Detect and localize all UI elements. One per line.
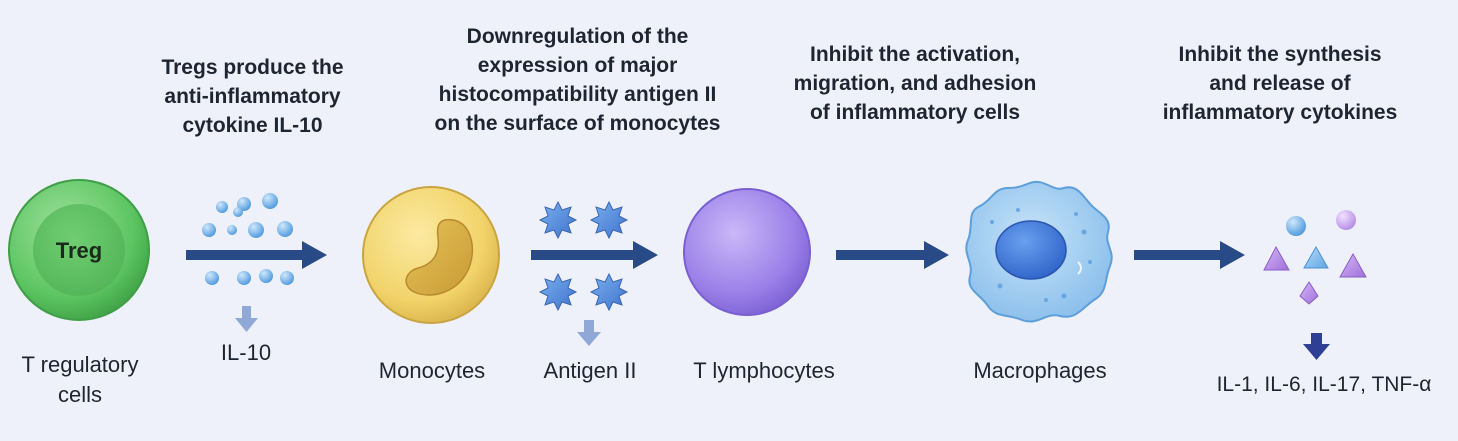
label-macrophages: Macrophages bbox=[973, 358, 1107, 383]
label-cytokines: IL-1, IL-6, IL-17, TNF-α bbox=[1216, 373, 1432, 396]
arrow-monocyte-to-lymphocyte bbox=[531, 241, 658, 269]
cytokines-down-arrow bbox=[1303, 333, 1330, 360]
monocyte-cell bbox=[362, 186, 500, 324]
macrophage-cell bbox=[965, 180, 1113, 323]
caption-tregs: Tregs produce the anti-inflammatory cyto… bbox=[161, 56, 344, 137]
il10-beads bbox=[202, 193, 294, 285]
il10-down-arrow bbox=[235, 306, 258, 332]
arrow-lymphocyte-to-macrophage bbox=[836, 241, 949, 269]
caption-inhibit-activation: Inhibit the activation, migration, and a… bbox=[793, 43, 1037, 124]
treg-cell: Treg bbox=[8, 179, 150, 321]
antigen-stars bbox=[538, 200, 629, 312]
label-il10: IL-10 bbox=[220, 340, 272, 365]
treg-inner-label: Treg bbox=[56, 238, 102, 263]
caption-mhc-downregulation: Downregulation of the expression of majo… bbox=[434, 25, 721, 135]
caption-inhibit-synthesis: Inhibit the synthesis and release of inf… bbox=[1162, 43, 1398, 124]
label-t-lymphocytes: T lymphocytes bbox=[693, 358, 835, 383]
label-monocytes: Monocytes bbox=[378, 358, 486, 383]
arrow-macrophage-to-cytokines bbox=[1134, 241, 1245, 269]
t-lymphocyte-cell bbox=[683, 188, 811, 316]
label-treg: T regulatory cells bbox=[21, 352, 139, 407]
arrow-treg-to-monocyte bbox=[186, 241, 327, 269]
cytokine-particles bbox=[1263, 210, 1367, 305]
label-antigen-ii: Antigen II bbox=[543, 358, 637, 383]
antigen-down-arrow bbox=[577, 320, 601, 346]
